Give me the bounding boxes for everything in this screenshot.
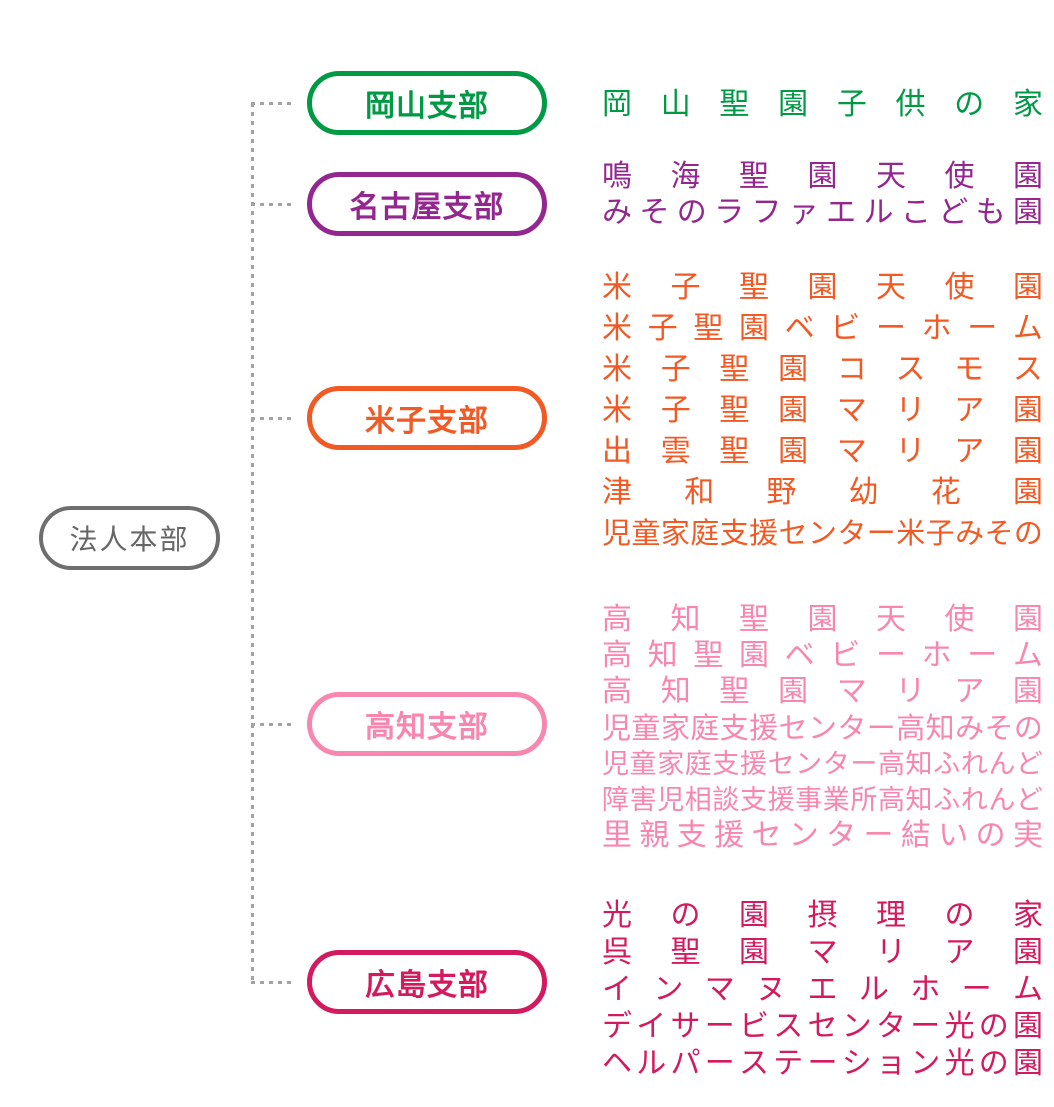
facility-name: 児童家庭支援センター高知みその (602, 710, 1043, 745)
branch-pill-nagoya: 名古屋支部 (307, 172, 547, 236)
branch-label-nagoya: 名古屋支部 (349, 190, 505, 225)
facility-name: 米子聖園天使園 (602, 269, 1043, 305)
facility-name: インマヌエルホーム (602, 971, 1043, 1007)
branch-pill-okayama: 岡山支部 (307, 71, 547, 135)
facility-name: 鳴海聖園天使園 (602, 159, 1043, 194)
connector-vertical-line (251, 103, 254, 982)
facility-name: 高知聖園天使園 (602, 602, 1043, 637)
facility-name: 津和野幼花園 (602, 474, 1043, 510)
facility-name: 出雲聖園マリア園 (602, 433, 1043, 469)
branch-label-kochi: 高知支部 (365, 710, 489, 745)
connector-branch-okayama (251, 102, 296, 105)
facility-list-hiroshima: 光の園摂理の家呉聖園マリア園インマヌエルホームデイサービスセンター光の園ヘルパー… (602, 897, 1043, 1082)
facility-name: 児童家庭支援センター米子みその (602, 516, 1043, 550)
branch-pill-kochi: 高知支部 (307, 692, 547, 756)
facility-name: 光の園摂理の家 (602, 897, 1043, 933)
facility-list-yonago: 米子聖園天使園米子聖園ベビーホーム米子聖園コスモス米子聖園マリア園出雲聖園マリア… (602, 267, 1043, 554)
facility-name: ヘルパーステーション光の園 (602, 1045, 1043, 1081)
connector-branch-hiroshima (251, 981, 296, 984)
facility-list-okayama: 岡山聖園子供の家 (602, 87, 1043, 123)
hq-label: 法人本部 (69, 523, 190, 556)
facility-list-kochi: 高知聖園天使園高知聖園ベビーホーム高知聖園マリア園児童家庭支援センター高知みその… (602, 602, 1043, 854)
connector-branch-kochi (251, 723, 296, 726)
branch-label-hiroshima: 広島支部 (365, 968, 489, 1003)
facility-name: 岡山聖園子供の家 (602, 87, 1043, 122)
connector-branch-yonago (251, 417, 296, 420)
facility-list-nagoya: 鳴海聖園天使園みそのラファエルこども園 (602, 159, 1043, 231)
connector-branch-nagoya (251, 203, 296, 206)
facility-name: 高知聖園マリア園 (602, 674, 1043, 709)
facility-name: 米子聖園コスモス (602, 351, 1043, 387)
facility-name: 里親支援センター結いの実 (602, 818, 1043, 853)
branch-pill-yonago: 米子支部 (307, 386, 547, 450)
facility-name: デイサービスセンター光の園 (602, 1008, 1043, 1044)
facility-name: 米子聖園ベビーホーム (602, 310, 1043, 346)
facility-name: 児童家庭支援センター高知ふれんど (602, 748, 1043, 780)
branch-pill-hiroshima: 広島支部 (307, 950, 547, 1014)
facility-name: 障害児相談支援事業所高知ふれんど (602, 784, 1043, 816)
facility-name: 高知聖園ベビーホーム (602, 638, 1043, 673)
facility-name: みそのラファエルこども園 (602, 195, 1043, 230)
facility-name: 米子聖園マリア園 (602, 392, 1043, 428)
hq-node: 法人本部 (39, 506, 220, 570)
branch-label-yonago: 米子支部 (365, 404, 489, 439)
facility-name: 呉聖園マリア園 (602, 934, 1043, 970)
branch-label-okayama: 岡山支部 (365, 89, 489, 124)
